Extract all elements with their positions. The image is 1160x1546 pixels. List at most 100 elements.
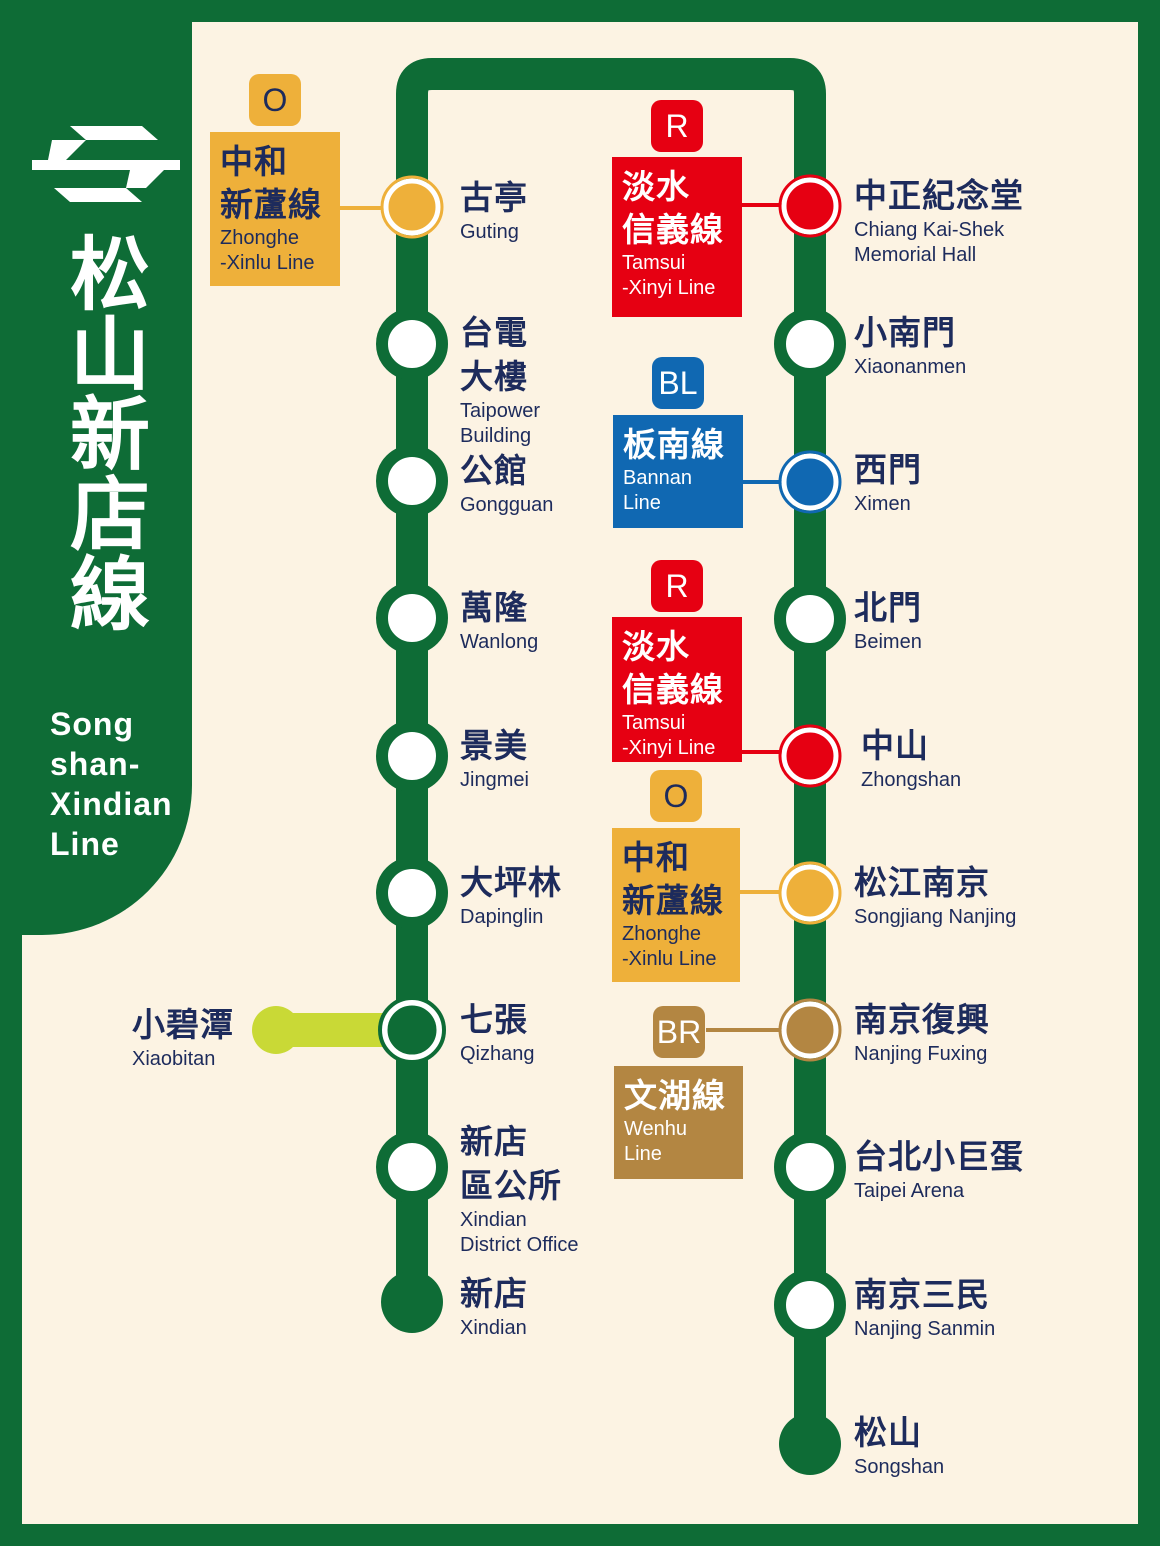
station-label-taipower[interactable]: 台電 大樓 Taipower Building [460,311,540,449]
station-name-en: Nanjing Sanmin [854,1318,996,1340]
station-label-xiaobitan[interactable]: 小碧潭 Xiaobitan [132,1003,234,1072]
station-name-en: Nanjing Fuxing [854,1043,988,1065]
taipei-metro-logo-icon [32,126,180,202]
station-marker-guting-ring [380,175,444,239]
transfer-cn: 文湖線 [624,1076,726,1115]
station-name-en: Dapinglin [460,906,544,928]
transfer-box-red-zhongshan[interactable]: 淡水 信義線 Tamsui -Xinyi Line [612,617,742,762]
station-name-cn: 北門 [854,588,922,627]
station-label-xiaonanmen[interactable]: 小南門 Xiaonanmen [854,311,966,380]
station-label-zhongshan[interactable]: 中山 Zhongshan [861,724,961,793]
transfer-en: Tamsui -Xinyi Line [622,712,716,759]
station-label-nanjing-sanmin[interactable]: 南京三民 Nanjing Sanmin [854,1273,995,1342]
station-label-ximen[interactable]: 西門 Ximen [854,448,922,517]
station-marker-nanjing-fuxing[interactable] [781,1001,839,1059]
transfer-box-orange-songjiang[interactable]: 中和 新蘆線 Zhonghe -Xinlu Line [612,828,740,982]
transfer-en: Zhonghe -Xinlu Line [220,227,315,274]
station-marker-nanjing-sanmin[interactable] [774,1269,846,1341]
station-marker-dapinglin[interactable] [376,857,448,929]
station-marker-jingmei[interactable] [376,720,448,792]
station-label-taipei-arena[interactable]: 台北小巨蛋 Taipei Arena [854,1135,1024,1204]
station-name-cn: 新店 [460,1274,528,1313]
station-marker-ximen[interactable] [781,453,839,511]
station-marker-xiaobitan[interactable] [252,1006,300,1054]
transfer-en: Tamsui -Xinyi Line [622,252,716,299]
station-name-en: Xindian District Office [460,1209,579,1256]
station-name-cn: 松江南京 [854,863,990,902]
station-name-cn: 台電 大樓 [460,313,528,396]
station-label-dapinglin[interactable]: 大坪林 Dapinglin [460,861,562,930]
station-label-guting[interactable]: 古亭 Guting [460,176,528,245]
station-label-wanlong[interactable]: 萬隆 Wanlong [460,586,538,655]
transfer-box-red-ckshm[interactable]: 淡水 信義線 Tamsui -Xinyi Line [612,157,742,317]
transfer-cn: 中和 新蘆線 [622,838,724,920]
station-name-cn: 古亭 [460,178,528,217]
station-marker-xindian-office[interactable] [376,1131,448,1203]
station-label-songshan[interactable]: 松山 Songshan [854,1411,944,1480]
badge-orange-guting: O [249,74,301,126]
station-marker-guting[interactable] [383,178,441,236]
station-label-ckshm[interactable]: 中正紀念堂 Chiang Kai-Shek Memorial Hall [854,174,1024,268]
station-name-en: Chiang Kai-Shek Memorial Hall [854,219,1005,266]
station-label-beimen[interactable]: 北門 Beimen [854,586,922,655]
station-label-jingmei[interactable]: 景美 Jingmei [460,724,529,793]
station-name-en: Songjiang Nanjing [854,906,1017,928]
transfer-en: Wenhu Line [624,1118,688,1165]
station-marker-ximen-ring [778,450,842,514]
station-name-cn: 小碧潭 [132,1005,234,1044]
station-marker-songshan[interactable] [779,1413,841,1475]
station-marker-ckshm-ring [778,174,842,238]
station-marker-ckshm[interactable] [781,177,839,235]
station-marker-zhongshan[interactable] [781,727,839,785]
station-name-cn: 大坪林 [460,863,562,902]
badge-orange-songjiang: O [650,770,702,822]
station-marker-songjiang-ring [778,861,842,925]
map-panel: 松山新店線 Song shan- Xindian Line [22,22,1138,1524]
transfer-cn: 板南線 [623,425,725,464]
station-name-cn: 中正紀念堂 [854,176,1024,215]
station-marker-xindian[interactable] [381,1271,443,1333]
station-label-xindian-office[interactable]: 新店 區公所 Xindian District Office [460,1120,579,1258]
station-name-en: Xiaobitan [132,1048,216,1070]
transfer-box-brown-fuxing[interactable]: 文湖線 Wenhu Line [614,1066,743,1179]
line-title-sidebar: 松山新店線 Song shan- Xindian Line [22,22,192,935]
main-line-green [396,58,826,1440]
station-name-cn: 七張 [460,1000,528,1039]
station-marker-zhongshan-ring [778,724,842,788]
transfer-box-orange-guting[interactable]: 中和 新蘆線 Zhonghe -Xinlu Line [210,132,340,286]
station-name-cn: 松山 [854,1413,922,1452]
station-marker-qizhang[interactable] [380,998,444,1062]
station-name-cn: 西門 [854,450,922,489]
station-label-gongguan[interactable]: 公館 Gongguan [460,449,553,518]
station-name-cn: 萬隆 [460,588,528,627]
transfer-cn: 淡水 信義線 [622,167,724,249]
station-marker-qizhang-ring [378,996,446,1064]
station-label-xindian[interactable]: 新店 Xindian [460,1272,528,1341]
station-marker-songjiang[interactable] [781,864,839,922]
station-name-cn: 中山 [861,726,929,765]
station-marker-wanlong[interactable] [376,582,448,654]
line-title-chinese: 松山新店線 [57,232,151,632]
station-label-qizhang[interactable]: 七張 Qizhang [460,998,535,1067]
station-marker-taipower[interactable] [376,308,448,380]
station-marker-xiaonanmen[interactable] [774,308,846,380]
station-marker-taipei-arena[interactable] [774,1131,846,1203]
station-marker-beimen[interactable] [774,583,846,655]
transfer-box-blue-ximen[interactable]: 板南線 Bannan Line [613,415,743,528]
station-name-en: Ximen [854,493,911,515]
station-name-en: Guting [460,221,519,243]
station-name-en: Taipower Building [460,400,541,447]
station-label-nanjing-fuxing[interactable]: 南京復興 Nanjing Fuxing [854,998,990,1067]
station-marker-gongguan[interactable] [376,445,448,517]
station-name-en: Jingmei [460,769,529,791]
station-name-cn: 新店 區公所 [460,1122,562,1205]
station-name-en: Qizhang [460,1043,535,1065]
station-label-songjiang[interactable]: 松江南京 Songjiang Nanjing [854,861,1016,930]
line-title-english: Song shan- Xindian Line [50,706,173,862]
station-name-cn: 南京三民 [854,1275,990,1314]
station-name-en: Beimen [854,631,922,653]
station-name-en: Songshan [854,1456,945,1478]
station-name-en: Xiaonanmen [854,356,967,378]
